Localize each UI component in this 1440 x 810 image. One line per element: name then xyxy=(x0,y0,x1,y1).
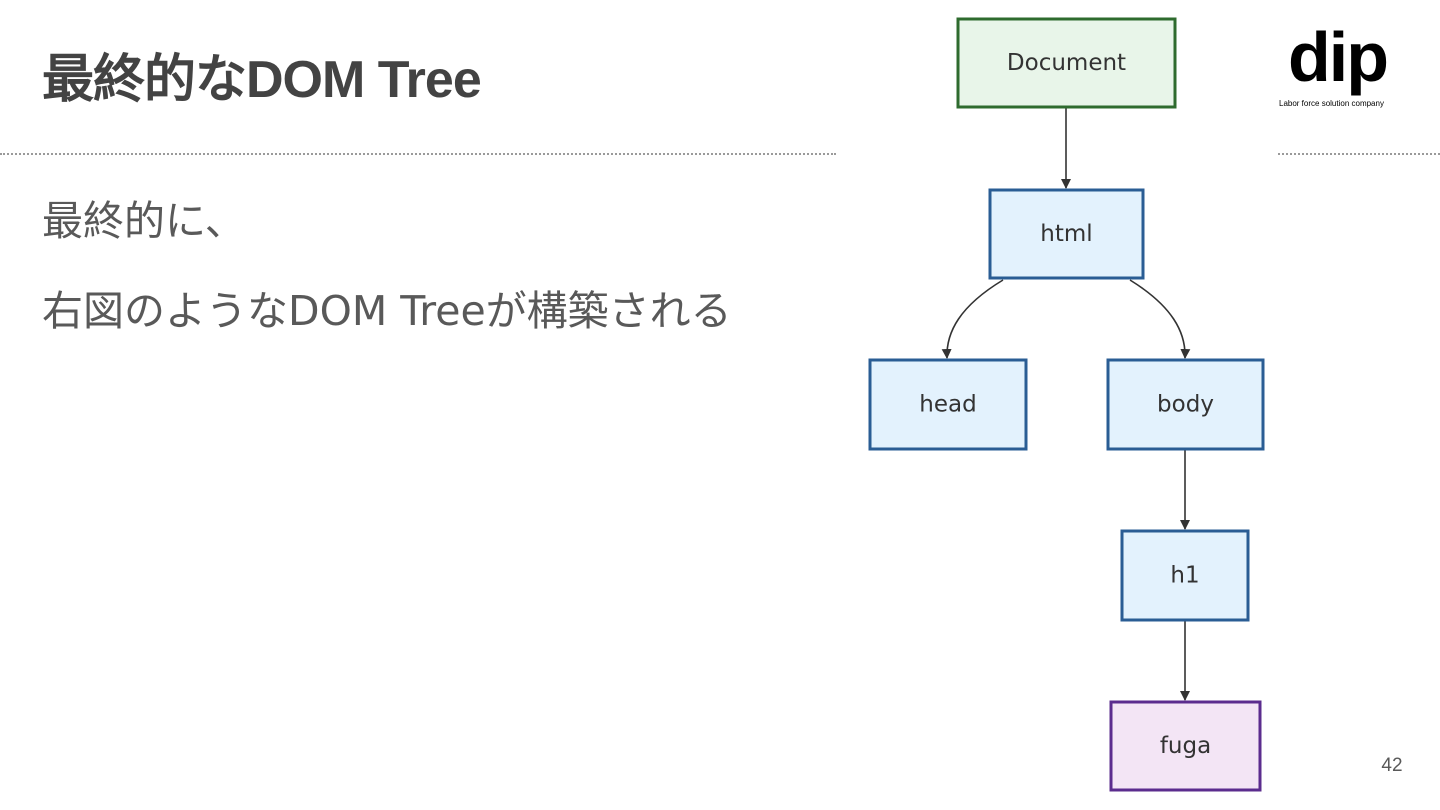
node-box-body xyxy=(1106,358,1265,451)
node-label-head: head xyxy=(919,392,976,418)
node-label-h1: h1 xyxy=(1170,563,1199,589)
node-box-head xyxy=(868,358,1028,451)
slide-title: 最終的なDOM Tree xyxy=(42,51,482,109)
company-logo: dip Labor force solution company xyxy=(1278,22,1412,112)
node-document: Document xyxy=(956,17,1177,109)
body-line-1: 最終的に、 xyxy=(42,197,246,245)
edge-html-head xyxy=(941,279,1004,359)
title-divider-right xyxy=(1278,153,1440,155)
node-label-fuga: fuga xyxy=(1160,733,1211,759)
title-divider-left xyxy=(0,153,836,155)
node-box-fuga xyxy=(1109,700,1262,792)
edge-html-body xyxy=(1129,279,1191,359)
page-number: 42 xyxy=(1381,755,1403,776)
node-fuga: fuga xyxy=(1109,700,1262,792)
node-h1: h1 xyxy=(1120,529,1250,622)
node-label-html: html xyxy=(1040,221,1092,247)
logo-tagline: Labor force solution company xyxy=(1279,99,1384,108)
logo-wordmark: dip xyxy=(1288,18,1389,96)
node-body: body xyxy=(1106,358,1265,451)
body-line-2: 右図のようなDOM Treeが構築される xyxy=(42,287,732,335)
node-box-document xyxy=(956,17,1177,109)
node-html: html xyxy=(988,188,1145,280)
node-box-h1 xyxy=(1120,529,1250,622)
node-box-html xyxy=(988,188,1145,280)
node-label-document: Document xyxy=(1007,50,1126,76)
node-head: head xyxy=(868,358,1028,451)
node-label-body: body xyxy=(1157,392,1214,418)
